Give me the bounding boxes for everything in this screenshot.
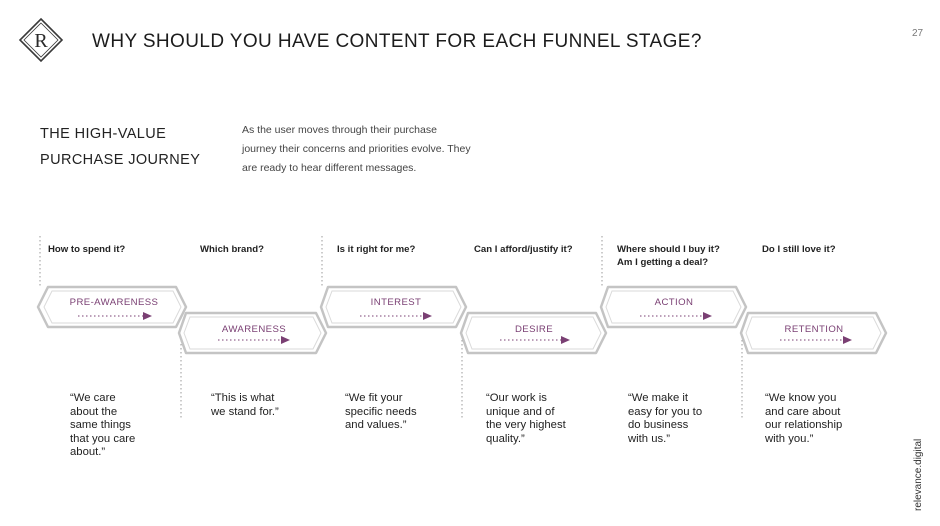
quote-line: same things: [70, 419, 131, 432]
stage-quote: “Our work is unique and of the very high…: [486, 392, 566, 446]
stage-question: Which brand?: [200, 243, 264, 256]
brand-watermark: relevance.digital: [913, 438, 924, 511]
stage-interest: INTEREST: [319, 285, 468, 329]
stage-desire: DESIRE: [459, 311, 608, 355]
chevron-shape: [459, 311, 608, 355]
question-line: Do I still love it?: [762, 244, 836, 255]
quote-line: our relationship: [765, 419, 843, 432]
stage-pre-awareness: PRE-AWARENESS: [36, 285, 188, 329]
quote-line: easy for you to: [628, 405, 703, 418]
stage-action: ACTION: [599, 285, 748, 329]
section-title-line: THE HIGH-VALUE: [40, 126, 167, 142]
quote-line: with you.”: [765, 432, 814, 445]
quote-line: quality.”: [486, 432, 525, 445]
stage-label: AWARENESS: [222, 324, 286, 335]
stage-label: ACTION: [655, 297, 694, 308]
arrowhead-icon: [423, 312, 432, 320]
page-number: 27: [912, 28, 924, 39]
stage-question: Where should I buy it? Am I getting a de…: [617, 243, 720, 269]
quote-line: unique and of: [486, 405, 555, 418]
stage-question: Is it right for me?: [337, 243, 415, 256]
quote-line: specific needs: [345, 405, 417, 418]
question-line: Where should I buy it?: [617, 244, 720, 255]
quote-line: “This is what: [211, 392, 275, 404]
chevron-shape: [177, 311, 328, 355]
stage-dividers: [39, 236, 743, 420]
quote-line: that you care: [70, 432, 136, 445]
stage-label: RETENTION: [784, 324, 843, 335]
quote-line: “We care: [70, 392, 116, 404]
logo-letter: R: [34, 30, 48, 52]
quote-line: “We fit your: [345, 392, 403, 404]
section-title: THE HIGH-VALUE PURCHASE JOURNEY: [40, 121, 200, 173]
arrowhead-icon: [703, 312, 712, 320]
section-description: As the user moves through their purchase…: [242, 121, 522, 178]
question-line: Is it right for me?: [337, 244, 416, 255]
question-line: Am I getting a deal?: [617, 257, 709, 268]
stage-awareness: AWARENESS: [177, 311, 328, 355]
description-line: are ready to hear different messages.: [242, 162, 417, 174]
stage-retention: RETENTION: [739, 311, 888, 355]
section-title-line: PURCHASE JOURNEY: [40, 152, 201, 168]
stage-quote: “We make it easy for you to do business …: [628, 392, 702, 446]
quote-line: “Our work is: [486, 392, 547, 404]
quote-line: the very highest: [486, 419, 566, 432]
quote-line: “We make it: [628, 392, 689, 404]
quote-line: about the: [70, 405, 118, 418]
question-line: Which brand?: [200, 244, 264, 255]
arrowhead-icon: [843, 336, 852, 344]
quote-line: “We know you: [765, 392, 837, 404]
logo: R: [18, 17, 64, 63]
quote-line: and values.”: [345, 419, 407, 432]
stage-label: INTEREST: [371, 297, 422, 308]
stage-quote: “We know you and care about our relation…: [765, 392, 842, 446]
quote-line: we stand for.”: [211, 405, 279, 418]
quote-line: about.”: [70, 446, 106, 459]
stage-label: PRE-AWARENESS: [70, 297, 159, 308]
stage-question: How to spend it?: [48, 243, 125, 256]
description-line: journey their concerns and priorities ev…: [242, 143, 471, 155]
arrowhead-icon: [561, 336, 570, 344]
question-line: Can I afford/justify it?: [474, 244, 573, 255]
stage-quote: “This is what we stand for.”: [211, 392, 279, 419]
stage-question: Can I afford/justify it?: [474, 243, 573, 256]
quote-line: do business: [628, 419, 689, 432]
quote-line: and care about: [765, 405, 841, 418]
quote-line: with us.”: [628, 432, 671, 445]
arrowhead-icon: [281, 336, 290, 344]
stage-label: DESIRE: [515, 324, 553, 335]
stage-question: Do I still love it?: [762, 243, 836, 256]
chevron-shape: [739, 311, 888, 355]
arrowhead-icon: [143, 312, 152, 320]
question-line: How to spend it?: [48, 244, 126, 255]
stage-quote: “We fit your specific needs and values.”: [345, 392, 417, 433]
stage-quote: “We care about the same things that you …: [70, 392, 135, 460]
slide-title: WHY SHOULD YOU HAVE CONTENT FOR EACH FUN…: [92, 31, 702, 52]
description-line: As the user moves through their purchase: [242, 124, 437, 136]
